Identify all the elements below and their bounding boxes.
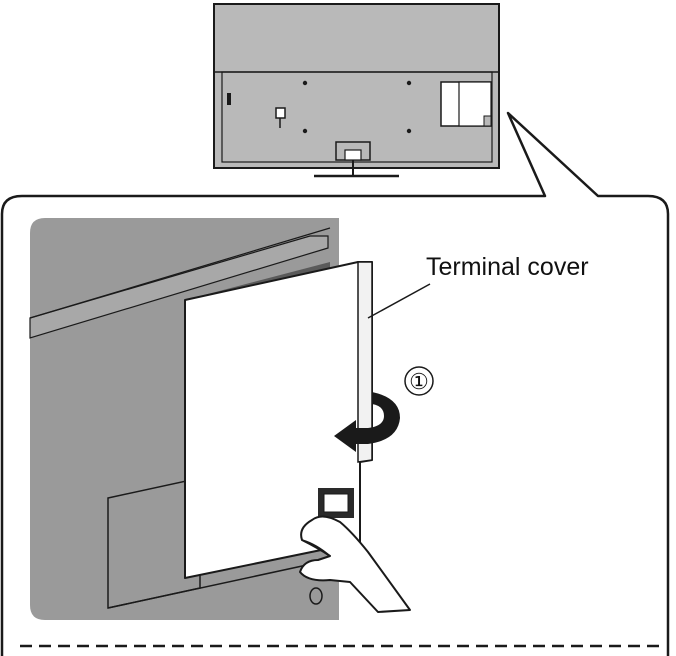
terminal-cover-label: Terminal cover xyxy=(426,253,589,281)
tv-rear-view xyxy=(213,3,500,178)
step-marker-circle xyxy=(404,366,434,396)
rotation-arrow-icon xyxy=(334,392,400,452)
terminal-cover xyxy=(184,261,373,579)
step-marker: ① xyxy=(409,369,429,394)
hand-icon xyxy=(299,515,411,613)
label-leader-line xyxy=(367,283,431,319)
